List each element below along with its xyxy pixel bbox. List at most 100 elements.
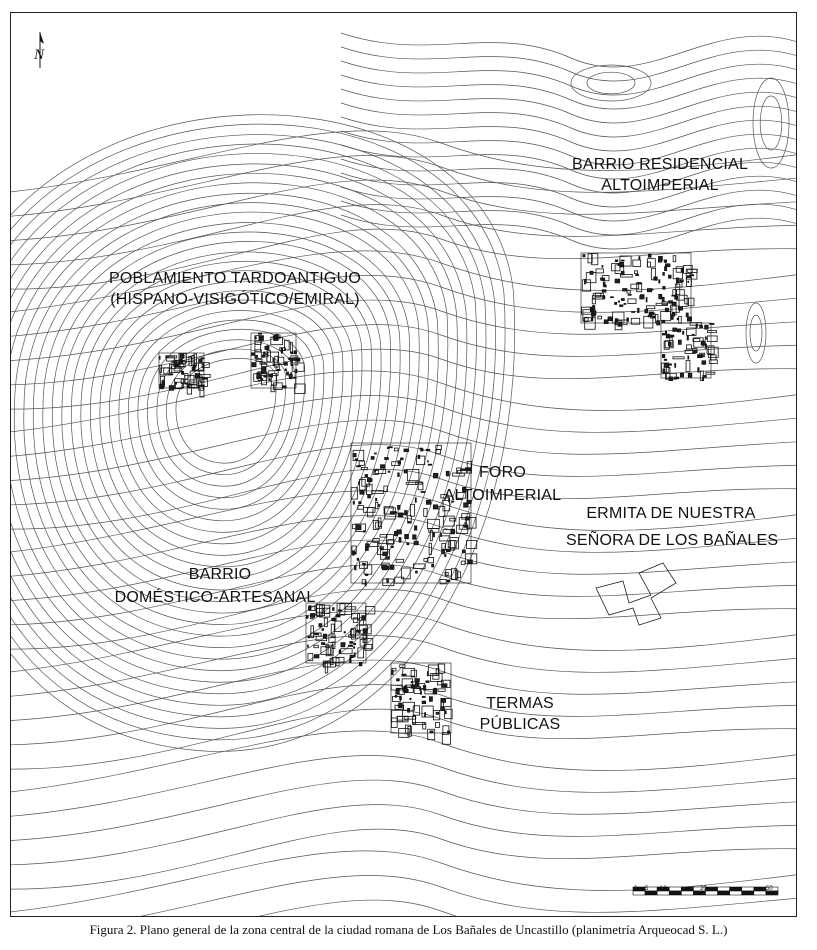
contour-line [11,684,796,746]
contour-line [340,32,796,68]
contour-ring [80,260,372,579]
contour-ring [118,299,334,533]
scale-label-10: 10 [660,886,667,892]
contour-ring [128,310,325,521]
contour-line [11,419,796,481]
label-barrio-line1: BARRIO [188,566,252,583]
contour-line [11,299,796,361]
label-foro-line1: FORO [478,464,527,481]
contour-line [340,214,796,250]
ruin-foro [350,442,478,587]
ermita-outline [595,562,677,626]
contour-line [11,155,796,217]
contour-ring [11,114,515,752]
contour-ring [156,339,296,487]
contour-ring [11,163,468,695]
contour-line [340,200,796,236]
contour-line [11,659,796,721]
contour-line [11,828,796,890]
contour-ring [166,348,287,475]
contour-line [11,228,796,290]
contour-line [11,515,796,577]
contour-ring [147,329,306,498]
contour-line [340,102,796,138]
contour-loop [759,95,783,151]
figure-caption: Figura 2. Plano general de la zona centr… [89,922,728,937]
contour-line [340,158,796,194]
contour-ring [137,319,315,510]
archaeological-remains [158,252,719,745]
topographic-map [11,32,796,916]
north-arrow-icon [39,32,44,68]
contour-line [340,60,796,96]
ruin-tardoantiguo-west [158,352,211,398]
contour-line [340,116,796,152]
contour-loop [749,314,763,352]
map-frame [10,12,797,917]
contour-loop [745,302,767,364]
contour-line [340,46,796,82]
contour-ring [23,202,430,648]
north-label: N [34,47,45,63]
contour-line [11,395,796,457]
contour-loop [586,71,636,95]
scale-label-20: 20 [700,886,707,892]
contour-ring [13,192,439,660]
scale-bar [632,886,779,896]
ruin-termas [390,662,453,745]
contour-line [340,172,796,208]
contour-line [11,635,796,697]
contour-line [340,130,796,166]
contour-line [340,88,796,124]
contour-line [11,490,796,553]
contour-line [11,370,796,433]
contour-line [11,444,796,506]
label-ermita-line1: ERMITA DE NUESTRA [586,505,756,522]
contour-ring [11,153,477,706]
contour-ring [175,358,277,464]
contour-ring [11,173,458,683]
label-foro-line2: ALTOIMPERIAL [443,487,562,504]
contour-line [11,564,796,626]
contour-line [140,875,796,916]
contour-line [11,610,796,673]
ruin-barrio-residencial-south [660,322,719,382]
label-barrio-line2: DOMÉSTICO-ARTESANAL [114,589,316,606]
contour-ring [42,222,411,625]
contour-ring [11,143,487,718]
contour-loop [752,77,790,169]
contour-line [258,899,457,916]
contour-line [11,779,796,841]
ruin-tardoantiguo-east [250,332,306,394]
contour-line [340,74,796,110]
contour-line [11,755,796,817]
ruin-barrio-domestico [305,602,376,674]
label-residencial-line1: BARRIO RESIDENCIAL [571,156,749,173]
label-termas-line1: TERMAS [486,695,554,712]
contour-line [340,186,796,222]
label-residencial-line2: ALTOIMPERIAL [601,177,719,194]
label-termas-line2: PÚBLICAS [479,716,561,733]
contour-lines [11,32,796,916]
contour-ring [11,123,506,741]
contour-loop [570,64,652,102]
contour-ring [70,251,382,591]
contour-ring [11,134,496,729]
contour-line [11,730,796,793]
scale-label-5: 5 [645,886,649,892]
ermita-building-outline [595,562,677,626]
contour-ring [11,182,449,672]
contour-line [11,204,796,266]
contour-line [11,588,796,650]
ruin-barrio-residencial [580,252,703,331]
contour-ring [109,290,344,545]
contour-line [11,804,796,866]
label-poblamiento-line2: (HISPANO-VISIGÓTICO/EMIRAL) [110,291,360,308]
contour-ring [32,211,420,637]
contour-line [340,144,796,180]
contour-line [11,130,796,193]
contour-line [11,324,796,386]
scale-label-50: 50 [766,886,773,892]
label-poblamiento-line1: POBLAMIENTO TARDOANTIGUO [109,270,361,287]
contour-line [11,850,796,913]
